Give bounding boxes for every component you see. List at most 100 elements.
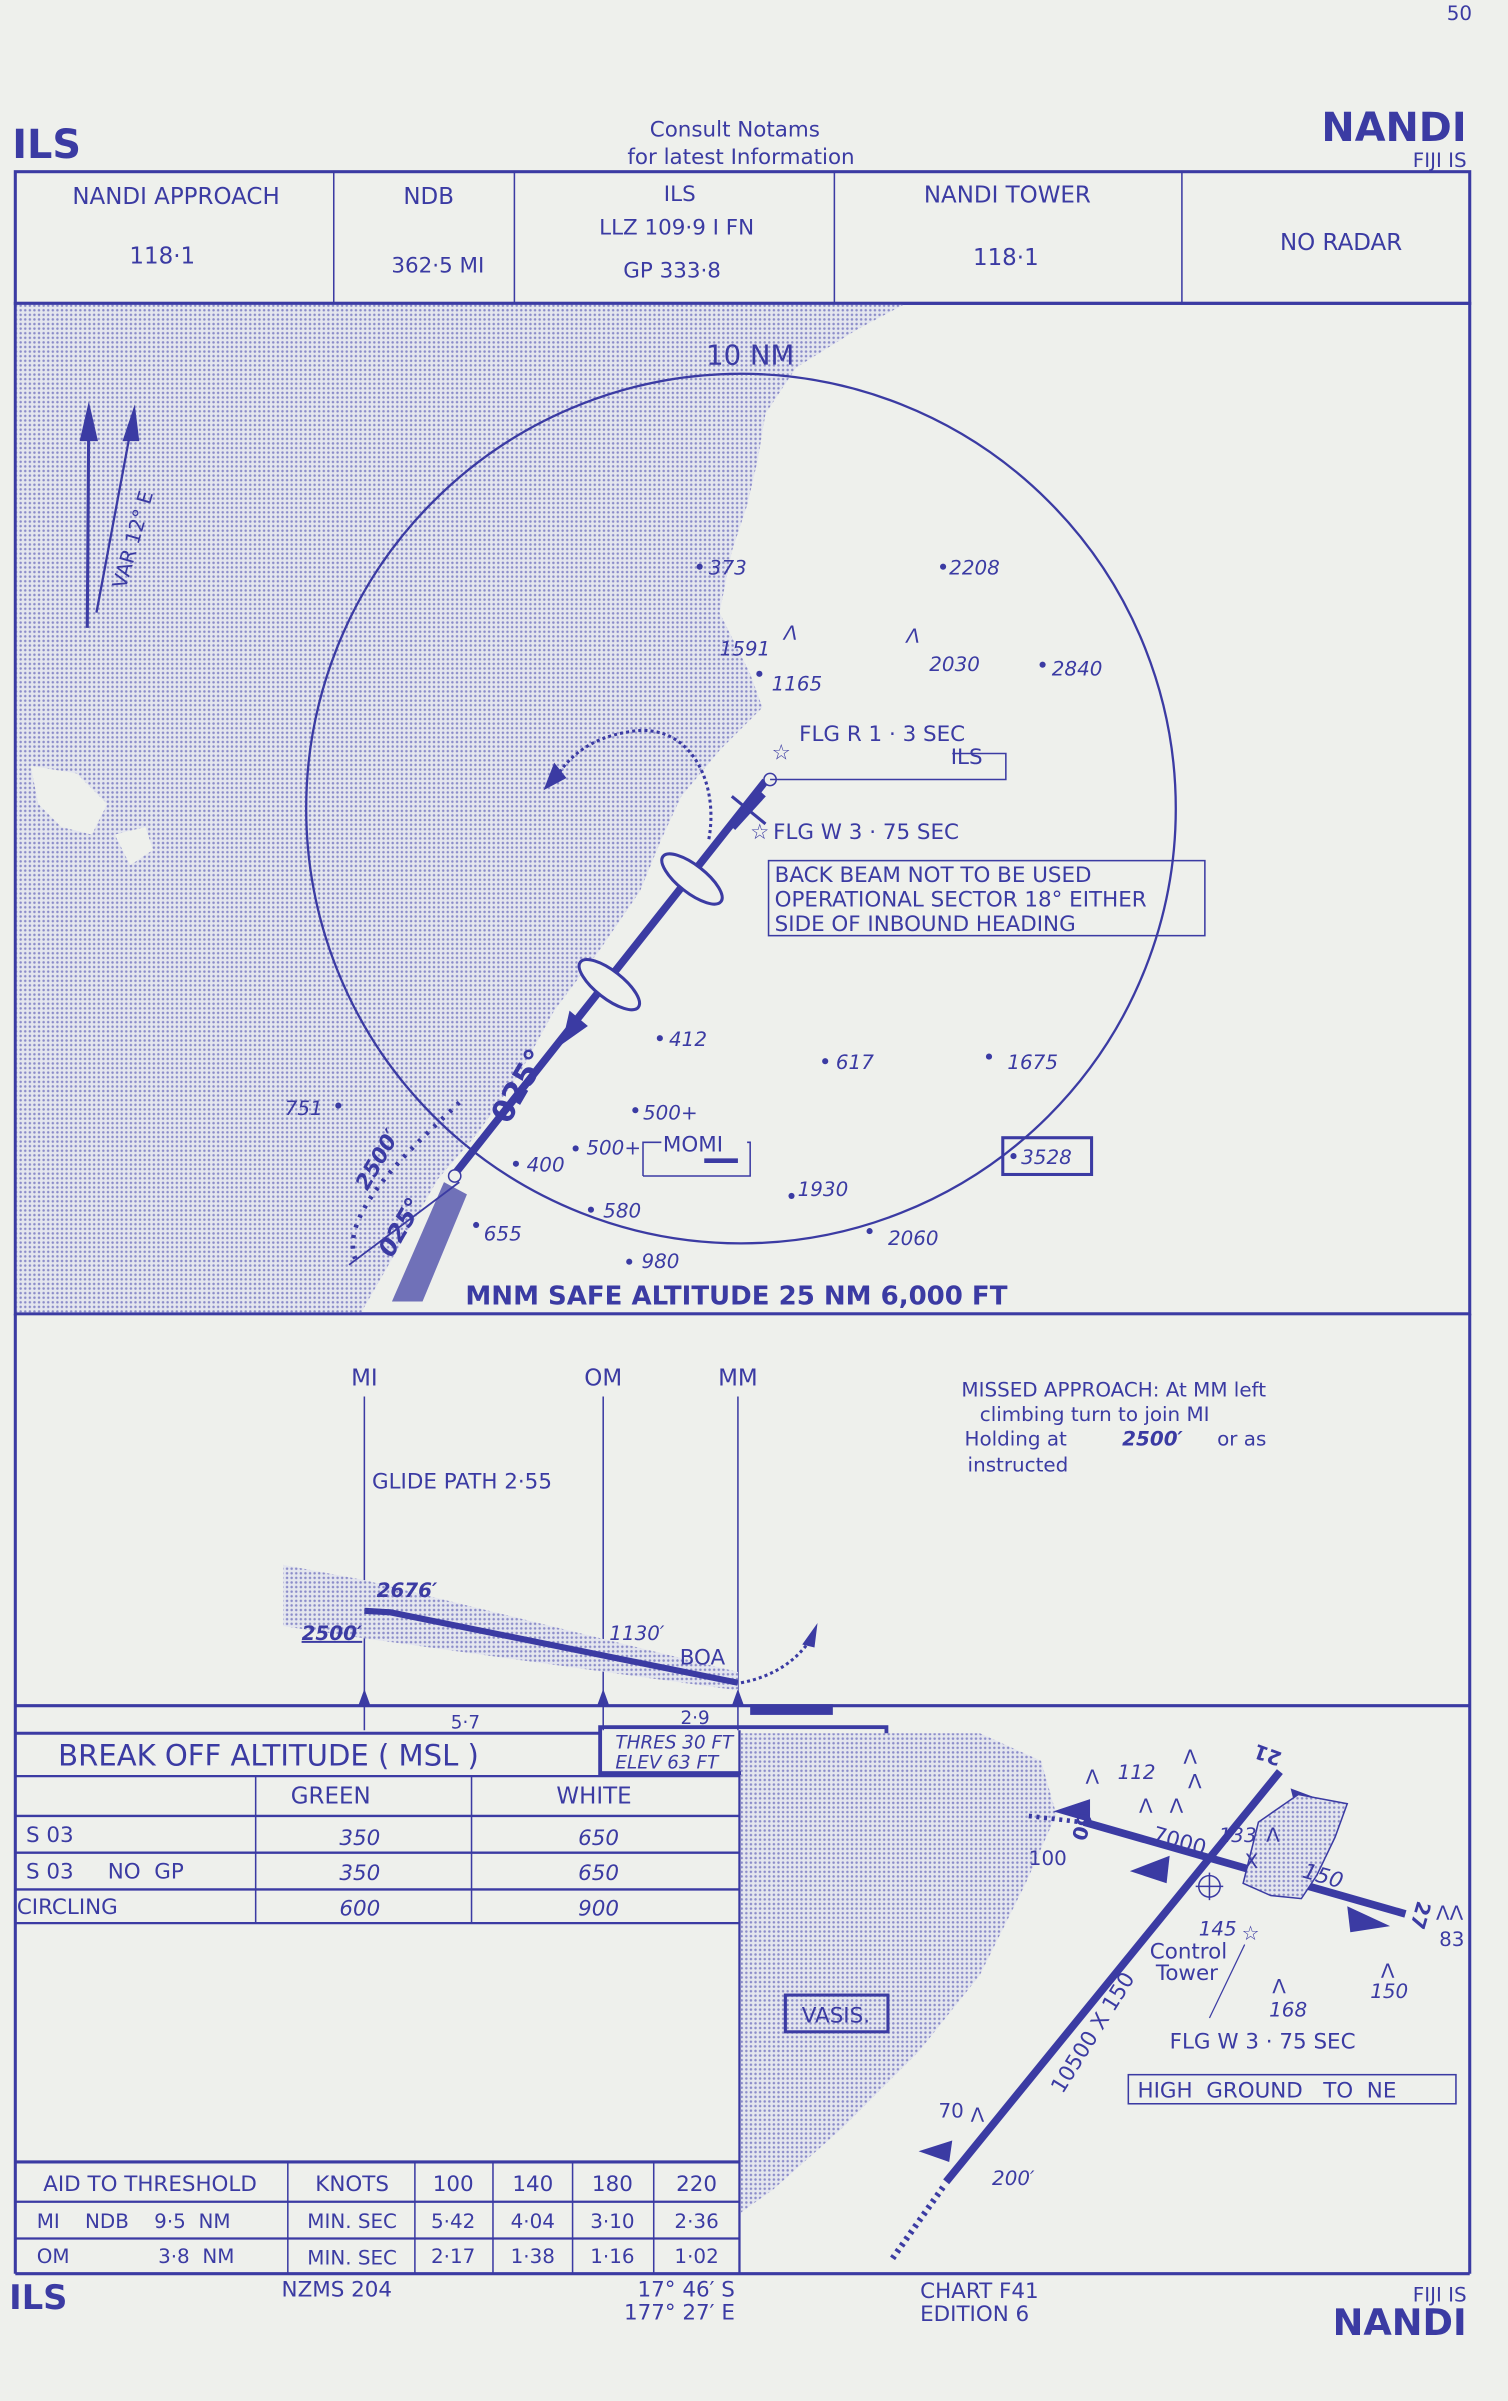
- approach-arrow-icon: [1129, 1855, 1170, 1884]
- tower-label: Control: [1150, 1939, 1227, 1964]
- obstacle-icon: Λ: [1381, 1960, 1395, 1983]
- footer-edition: EDITION 6: [920, 2302, 1029, 2327]
- obstacle-height: 168: [1269, 1999, 1307, 2022]
- footer-longitude: 177° 27′ E: [624, 2301, 735, 2326]
- timing-cell: 3·10: [590, 2210, 634, 2233]
- spot-height: 2208: [949, 556, 1000, 579]
- timing-cell: MIN. SEC: [307, 2210, 397, 2233]
- land-area: [16, 304, 904, 1313]
- spot-heights: 373 2208 1591 Λ 1165 Λ 2030 2840 412 617…: [285, 556, 1103, 1273]
- runway-09-27: [1082, 1818, 1407, 1918]
- marker-triangle-icon: [731, 1688, 745, 1706]
- spot-height: 1675: [1007, 1051, 1058, 1074]
- footer-airport: NANDI: [1333, 2301, 1467, 2344]
- outbound-sector: [391, 1182, 467, 1302]
- inbound-arrow-icon: [561, 1010, 588, 1045]
- timing-header: 100: [433, 2172, 474, 2197]
- spot-height: 1930: [798, 1178, 849, 1201]
- missed-approach-climb: [740, 1637, 813, 1685]
- row-white: 650: [578, 1826, 619, 1851]
- spot-height: 412: [669, 1028, 707, 1051]
- page-number: 50: [1447, 2, 1472, 25]
- threshold-distance: 200′: [992, 2167, 1035, 2190]
- obstacle-icon: Λ: [1183, 1746, 1197, 1769]
- beacon-white-label: FLG W 3 · 75 SEC: [773, 820, 959, 845]
- break-off-table: BREAK OFF ALTITUDE ( MSL ) THRES 30 FT E…: [15, 1725, 889, 2274]
- footer-latitude: 17° 46′ S: [638, 2278, 735, 2303]
- aerodrome-sea-area: [740, 1733, 1057, 2213]
- range-ring-label: 10 NM: [706, 340, 794, 372]
- spot-height: 400: [527, 1153, 565, 1176]
- timing-header: 140: [512, 2172, 553, 2197]
- missed-approach-line4: instructed: [968, 1453, 1069, 1476]
- row-white: 900: [578, 1896, 619, 1921]
- spot-3528-box: [1001, 1136, 1094, 1177]
- runway-03-21: [943, 1769, 1283, 2185]
- aerodrome-beacon-label: FLG W 3 · 75 SEC: [1170, 2030, 1356, 2055]
- vasis-box: [783, 1993, 890, 2034]
- timing-cell: OM 3·8 NM: [37, 2245, 235, 2268]
- alt-mi-label: 2676′: [377, 1579, 438, 1602]
- glide-path-line: [364, 1607, 739, 1686]
- spot-height: 580: [603, 1199, 641, 1222]
- dist-om-mm: 2·9: [680, 1708, 709, 1729]
- notice-line1: Consult Notams: [650, 117, 820, 142]
- obstacle-height: 145: [1199, 1917, 1237, 1940]
- obstacle-height: 150: [1370, 1980, 1408, 2003]
- alt-om-label: 1130′: [609, 1622, 665, 1645]
- dist-mi-om: 5·7: [451, 1713, 480, 1734]
- obstacle-icon: Λ: [1085, 1766, 1099, 1789]
- threshold-label: THRES 30 FT: [615, 1733, 735, 1754]
- runway-cross-label: 7000: [1150, 1822, 1209, 1861]
- marker-mm: [660, 852, 724, 906]
- radar-status: NO RADAR: [1280, 230, 1402, 256]
- alt-start-label: 2500′: [302, 1622, 363, 1645]
- col-white: WHITE: [556, 1784, 631, 1810]
- footer-chart: CHART F41: [920, 2279, 1039, 2304]
- row-green: 350: [339, 1826, 380, 1851]
- freq-approach-value: 118·1: [129, 244, 195, 270]
- footer-procedure: ILS: [9, 2278, 67, 2317]
- break-off-title: BREAK OFF ALTITUDE ( MSL ): [58, 1738, 479, 1772]
- vasis-label: VASIS.: [802, 2004, 870, 2029]
- fix-om: OM: [584, 1366, 622, 1392]
- obstacle-height: 112: [1118, 1761, 1156, 1784]
- msa-label: MNM SAFE ALTITUDE 25 NM 6,000 FT: [465, 1282, 1007, 1312]
- procedure-title: ILS: [12, 122, 81, 168]
- footer-country: FIJI IS: [1413, 2283, 1467, 2306]
- timing-cell: MIN. SEC: [307, 2247, 397, 2270]
- runway-27-label: 27: [1405, 1899, 1435, 1932]
- timing-header: AID TO THRESHOLD: [43, 2172, 257, 2197]
- row-green: 600: [339, 1896, 380, 1921]
- row-white: 650: [578, 1861, 619, 1886]
- spot-height: 3528: [1021, 1146, 1072, 1169]
- spot-height: 617: [836, 1051, 874, 1074]
- marker-triangle-icon: [597, 1688, 610, 1706]
- row-label: CIRCLING: [17, 1895, 118, 1920]
- timing-header: KNOTS: [315, 2172, 389, 2197]
- timing-cell: 1·38: [511, 2245, 555, 2268]
- obstacle-icon: Λ: [1266, 1824, 1280, 1847]
- tower-label-2: Tower: [1155, 1961, 1218, 1986]
- tower-star-icon: ☆: [1242, 1922, 1260, 1945]
- apron-area: [1242, 1793, 1349, 1900]
- timing-cell: 1·16: [590, 2245, 634, 2268]
- timing-cell: 1·02: [674, 2245, 718, 2268]
- marker-om: [577, 958, 642, 1012]
- missed-approach-line2: climbing turn to join MI: [980, 1403, 1210, 1426]
- spot-height: 373: [709, 556, 747, 579]
- coast-island: [30, 765, 154, 866]
- obstacle-icon: Λ: [1170, 1795, 1184, 1818]
- row-green: 350: [339, 1861, 380, 1886]
- freq-approach-title: NANDI APPROACH: [72, 184, 279, 210]
- north-arrow-icon: [79, 401, 140, 628]
- marker-triangle-icon: [358, 1688, 371, 1706]
- fix-mi: MI: [351, 1366, 378, 1392]
- missed-approach-line3-tail: or as: [1217, 1427, 1266, 1450]
- obstacle-icon: Λ: [1139, 1795, 1153, 1818]
- runway-profile: [750, 1704, 833, 1715]
- momi-label: MOMI: [663, 1133, 723, 1158]
- spot-height: 751: [285, 1097, 323, 1120]
- missed-approach-arc: [552, 728, 713, 840]
